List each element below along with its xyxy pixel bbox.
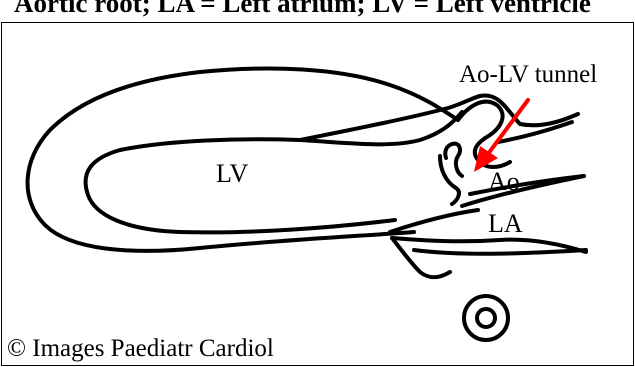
label-lv: LV xyxy=(216,159,248,188)
copyright-notice: © Images Paediatr Cardiol xyxy=(7,334,274,364)
ao-left-lip xyxy=(445,144,462,176)
label-ao: Ao xyxy=(488,167,520,196)
descending-aorta-inner xyxy=(477,309,495,327)
la-roof xyxy=(390,210,478,232)
mitral-notch xyxy=(392,238,450,277)
descending-aorta-outer xyxy=(464,296,508,340)
label-ao-lv-tunnel: Ao-LV tunnel xyxy=(459,61,597,88)
la-floor-inner xyxy=(414,250,586,254)
lv-inner-wall xyxy=(86,112,462,232)
label-la: LA xyxy=(488,209,523,238)
